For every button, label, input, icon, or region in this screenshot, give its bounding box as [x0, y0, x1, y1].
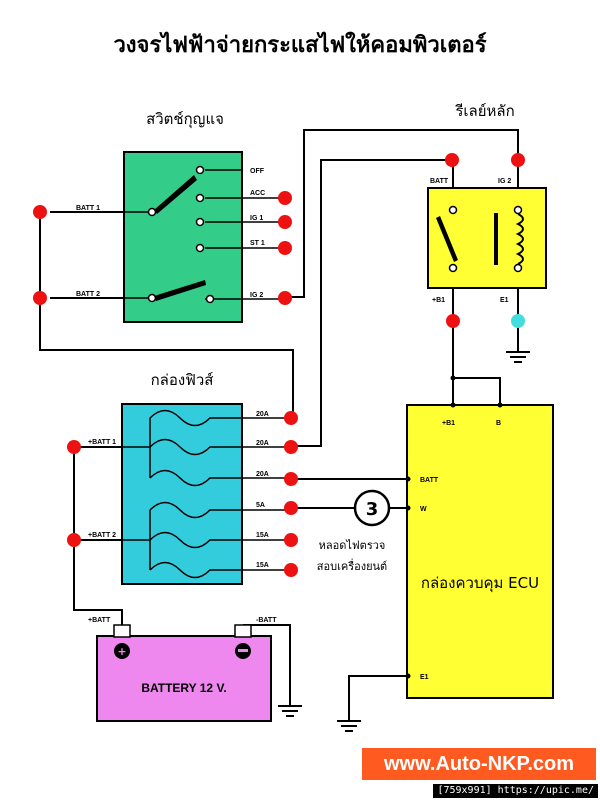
- fuse-input-batt1: +BATT 1: [88, 439, 116, 446]
- relay-core: [494, 213, 498, 265]
- ecu: +B1 B BATT W E1 กล่องควบคุม ECU: [406, 404, 554, 699]
- fuse-input-batt2: +BATT 2: [88, 532, 116, 539]
- fuse-label-6: 15A: [256, 562, 269, 569]
- switch-terminal-off: OFF: [250, 168, 265, 175]
- brand-text: www.Auto-NKP.com: [383, 753, 574, 775]
- switch-terminal-ig1: IG 1: [250, 215, 263, 222]
- battery-positive-label: +BATT: [88, 617, 111, 624]
- switch-lever-2: [154, 280, 206, 301]
- wire-ecu-to-ground: [348, 675, 408, 720]
- relay-terminal-batt: BATT: [430, 178, 449, 185]
- relay-terminal-e1: E1: [500, 297, 509, 304]
- fuse-label-2: 20A: [256, 440, 269, 447]
- battery-positive-post: [113, 624, 131, 638]
- battery-negative-label: -BATT: [256, 617, 277, 624]
- switch-lever-1: [154, 175, 197, 214]
- check-engine-lamp: 3 หลอดไฟตรวจ สอบเครื่องยนต์: [317, 489, 391, 573]
- lamp-symbol: 3: [366, 499, 379, 520]
- ignition-switch-body: [123, 151, 243, 323]
- diagram-title: วงจรไฟฟ้าจ่ายกระแสไฟให้คอมพิวเตอร์: [113, 31, 486, 58]
- lamp-circle: [353, 489, 391, 527]
- lamp-label-line1: หลอดไฟตรวจ: [319, 539, 386, 552]
- wire-fusebox-to-battery: [73, 447, 123, 625]
- battery-negative-post: [234, 624, 252, 638]
- fuse-box-body: [121, 403, 243, 585]
- fuse-label-1: 20A: [256, 411, 269, 418]
- fuse-box: 20A 20A 20A 5A 15A 15A +BATT 1 +BATT 2: [88, 403, 291, 585]
- battery-label: BATTERY 12 V.: [141, 681, 226, 695]
- wire-ig2-to-relay: [285, 129, 519, 298]
- relay-ground-dot: [511, 314, 525, 328]
- switch-terminal-st1: ST 1: [250, 240, 265, 247]
- svg-text:+: +: [117, 645, 126, 658]
- ecu-terminal-w: W: [420, 506, 427, 513]
- ignition-switch: BATT 1 BATT 2 OFF ACC IG 1 ST 1 IG 2: [76, 151, 285, 323]
- ground-symbols: [278, 351, 530, 732]
- ignition-switch-heading: สวิตช์กุญแจ: [146, 110, 224, 129]
- fuse-label-4: 5A: [256, 502, 265, 509]
- wire-fuse-to-relay-batt: [291, 159, 452, 447]
- relay-terminal-b1: +B1: [432, 297, 445, 304]
- ecu-body: [406, 404, 554, 699]
- battery-positive-terminal: [114, 643, 130, 659]
- ground-relay: [506, 351, 530, 363]
- footer-caption: [759x991] https://upic.me/: [433, 784, 598, 798]
- battery: + BATTERY 12 V. +BATT -BATT: [88, 617, 277, 722]
- wire-batt1-to-fuse: [39, 212, 294, 418]
- ground-ecu: [337, 720, 361, 732]
- main-relay-heading: รีเลย์หลัก: [454, 102, 514, 120]
- terminal-dots: [33, 153, 525, 577]
- brand-banner: [362, 748, 596, 780]
- lamp-label-line2: สอบเครื่องยนต์: [317, 558, 387, 573]
- switch-input-batt2: BATT 2: [76, 291, 100, 298]
- wire-battery-to-ground: [243, 624, 291, 705]
- ecu-terminal-e1: E1: [420, 674, 429, 681]
- ecu-label: กล่องควบคุม ECU: [421, 574, 539, 593]
- main-relay: BATT IG 2 +B1 E1: [427, 178, 547, 304]
- switch-input-batt1: BATT 1: [76, 205, 100, 212]
- relay-terminal-ig2: IG 2: [498, 178, 511, 185]
- switch-terminal-ig2: IG 2: [250, 292, 263, 299]
- ground-battery: [278, 705, 302, 717]
- relay-contact: [436, 216, 458, 262]
- ecu-terminal-b: B: [496, 420, 501, 427]
- junction-dots: [405, 375, 503, 679]
- relay-coil: [515, 213, 524, 265]
- switch-terminal-acc: ACC: [250, 190, 265, 197]
- ecu-terminal-batt: BATT: [420, 477, 439, 484]
- fuse-box-heading: กล่องฟิวส์: [151, 371, 214, 389]
- wire-relay-to-ecu-b: [452, 322, 501, 405]
- fuse-label-5: 15A: [256, 532, 269, 539]
- ecu-terminal-b1: +B1: [442, 420, 455, 427]
- fuse-label-3: 20A: [256, 471, 269, 478]
